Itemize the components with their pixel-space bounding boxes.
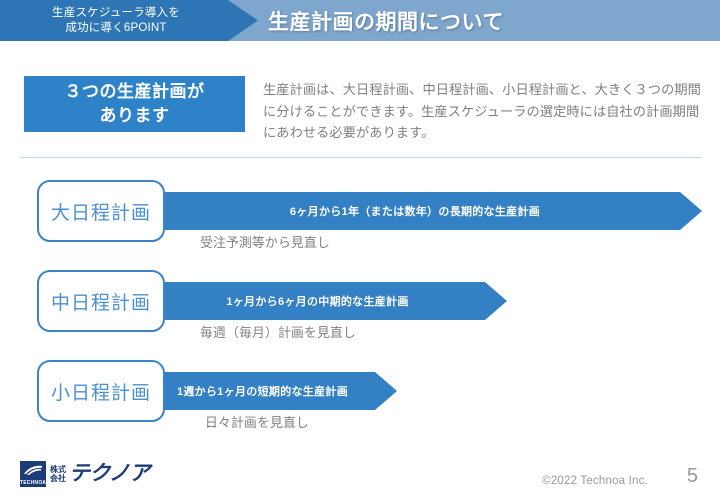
logo-kabu-line-1: 株式 [50, 464, 66, 474]
technoa-mark-icon: TECHNOA [20, 461, 46, 487]
slide-footer: TECHNOA 株式 会社 テクノア ©2022 Technoa Inc. 5 [0, 455, 720, 500]
logo-kabushiki-text: 株式 会社 [50, 465, 66, 484]
plan-label-text: 中日程計画 [50, 292, 151, 314]
plan-sub-note: 受注予測等から見直し [200, 235, 330, 250]
header-tab-line-2: 成功に導く6POINT [65, 21, 167, 34]
company-logo: TECHNOA 株式 会社 テクノア [20, 461, 150, 487]
plan-arrow-text: 6ヶ月から1年（または数年）の長期的な生産計画 [289, 206, 541, 218]
plan-arrow-medium: 1ヶ月から6ヶ月の中期的な生産計画 [150, 282, 507, 320]
callout-text: ３つの生産計画が あります [65, 80, 205, 128]
plan-arrow-long: 6ヶ月から1年（または数年）の長期的な生産計画 [150, 192, 702, 230]
technoa-swoosh-icon [24, 465, 42, 475]
intro-paragraph: 生産計画は、大日程計画、中日程計画、小日程計画と、大きく３つの期間に分けることが… [263, 82, 701, 140]
slide-header: 生産スケジューラ導入を 成功に導く6POINT 生産計画の期間について [0, 0, 720, 41]
callout-line-2: あります [99, 106, 170, 125]
header-series-tab-text: 生産スケジューラ導入を 成功に導く6POINT [52, 6, 180, 36]
plan-label-box-short: 小日程計画 [37, 360, 165, 422]
header-series-tab: 生産スケジューラ導入を 成功に導く6POINT [0, 0, 258, 41]
plan-arrow-short: 1週から1ヶ月の短期的な生産計画 [150, 372, 397, 410]
plan-label-box-long: 大日程計画 [37, 180, 165, 242]
callout-line-1: ３つの生産計画が [64, 82, 205, 101]
plan-label-box-medium: 中日程計画 [37, 270, 165, 332]
copyright-text: ©2022 Technoa Inc. [542, 475, 648, 487]
logo-company-name: テクノア [69, 462, 150, 485]
header-tab-line-1: 生産スケジューラ導入を [52, 6, 180, 19]
plan-label-text: 小日程計画 [50, 382, 151, 404]
plan-sub-note: 日々計画を見直し [205, 415, 309, 430]
technoa-mark-word: TECHNOA [20, 480, 47, 486]
page-number: 5 [686, 465, 698, 487]
callout-box: ３つの生産計画が あります [24, 76, 245, 132]
plan-label-text: 大日程計画 [50, 202, 151, 224]
plan-arrow-text: 1週から1ヶ月の短期的な生産計画 [176, 386, 349, 398]
page-title: 生産計画の期間について [268, 10, 504, 34]
plan-arrow-text: 1ヶ月から6ヶ月の中期的な生産計画 [226, 296, 409, 308]
logo-kabu-line-2: 会社 [50, 474, 66, 483]
section-divider [20, 157, 702, 158]
plan-sub-note: 毎週（毎月）計画を見直し [200, 325, 356, 340]
